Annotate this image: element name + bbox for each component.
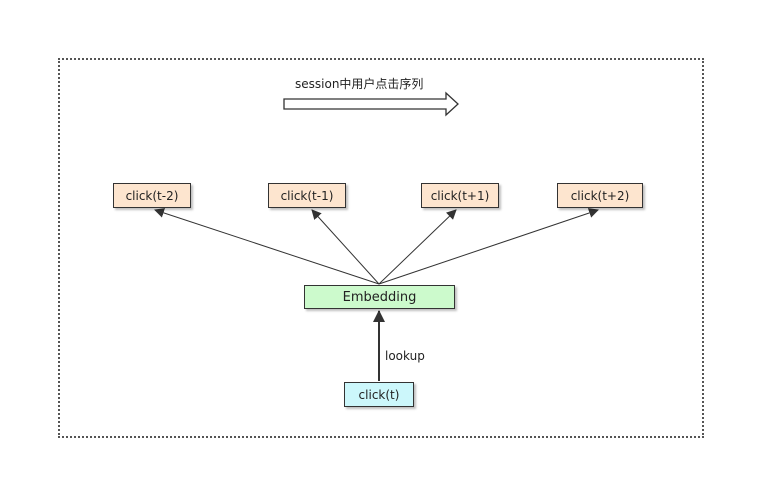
diagram-frame xyxy=(58,58,704,438)
sequence-arrow xyxy=(283,91,459,117)
embedding-node: Embedding xyxy=(304,285,455,309)
edge-to-click-t+2 xyxy=(378,208,599,285)
edge-to-click-t+1 xyxy=(378,209,457,285)
context-node-t-1: click(t-1) xyxy=(268,183,346,208)
context-node-t+1: click(t+1) xyxy=(421,183,499,208)
sequence-label: session中用户点击序列 xyxy=(295,77,424,91)
edge-to-click-t-2 xyxy=(154,208,380,285)
center-node: click(t) xyxy=(344,382,414,407)
context-node-t-2: click(t-2) xyxy=(113,183,191,208)
edge-to-click-t-1 xyxy=(311,209,380,285)
context-node-t+2: click(t+2) xyxy=(557,183,643,208)
lookup-label: lookup xyxy=(385,349,425,363)
